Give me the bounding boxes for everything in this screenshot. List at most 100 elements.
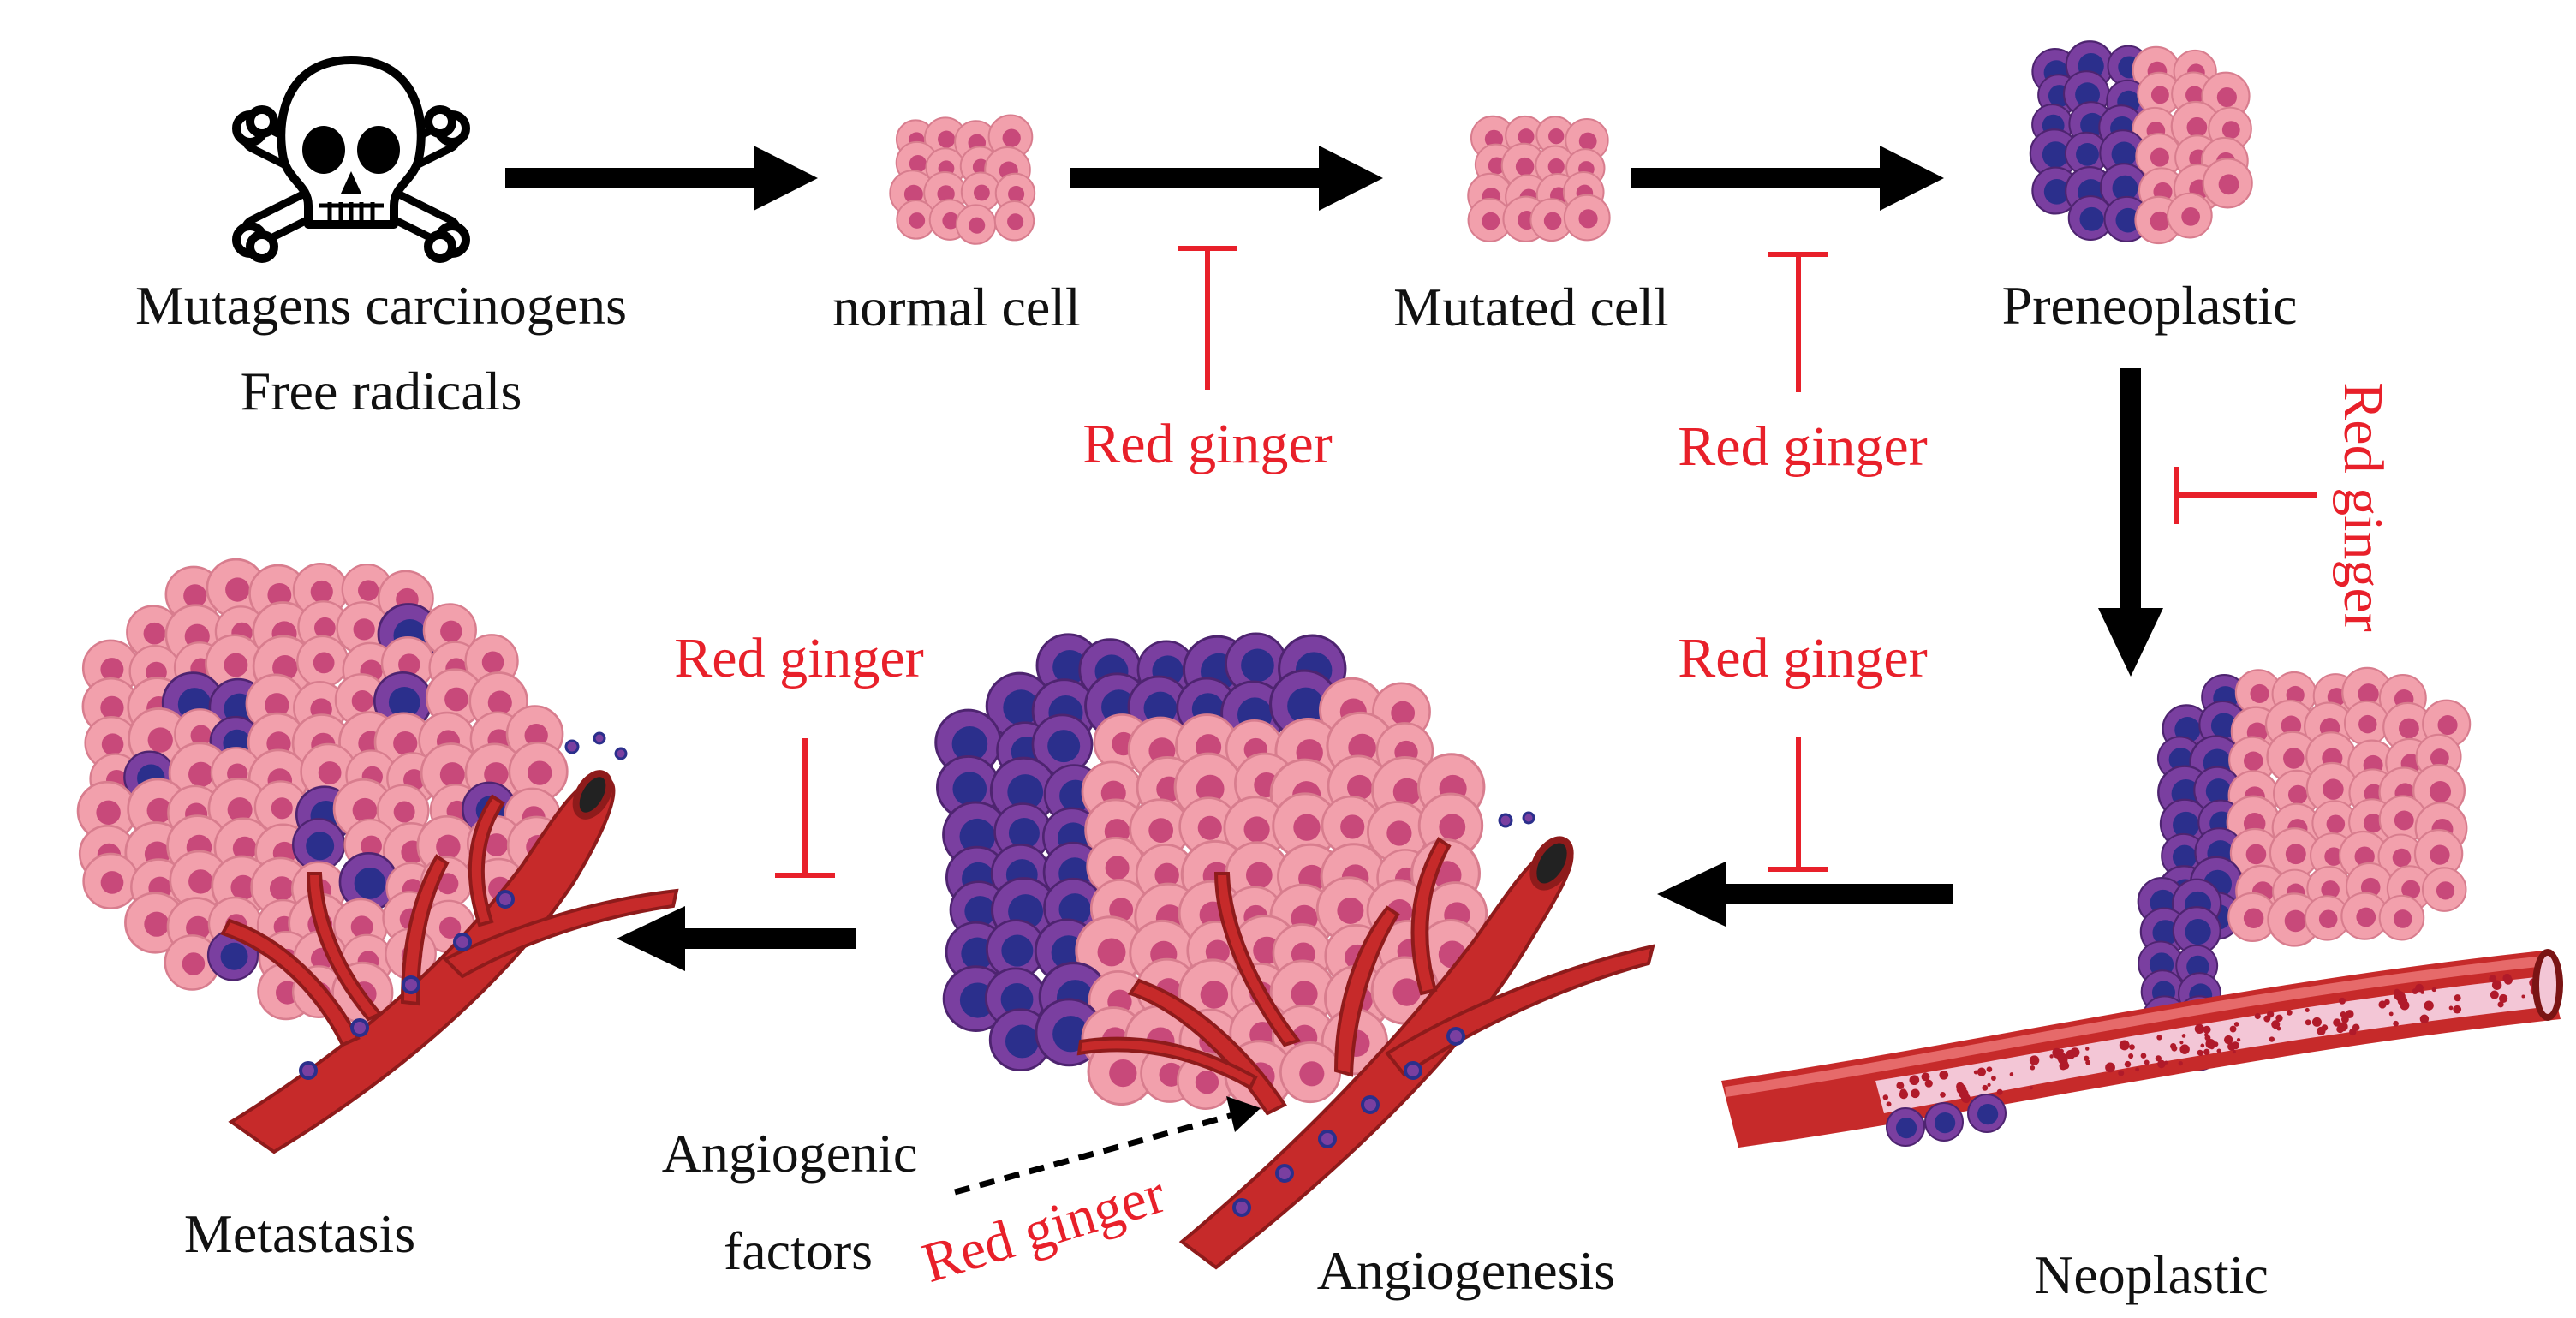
normal-cell xyxy=(2340,892,2389,940)
red-blood-cell xyxy=(2029,1086,2033,1090)
red-blood-cell xyxy=(2084,1055,2090,1062)
red-blood-cell xyxy=(2085,1047,2090,1051)
red-blood-cell xyxy=(2497,1001,2504,1008)
normal-cell xyxy=(2412,764,2466,818)
red-blood-cell xyxy=(2333,1018,2341,1027)
red-ginger-label: Red ginger xyxy=(674,627,923,689)
red-blood-cell xyxy=(1963,1096,1971,1104)
normal-cell xyxy=(2269,827,2321,879)
red-blood-cell xyxy=(1977,1067,1987,1076)
normal-cell xyxy=(993,200,1035,242)
inhibition-tbar-icon xyxy=(1768,737,1828,872)
red-blood-cell xyxy=(2049,1054,2054,1059)
label-factors: factors xyxy=(724,1220,873,1281)
arrow-icon xyxy=(1657,862,1953,927)
red-blood-cell xyxy=(2419,1014,2430,1023)
red-blood-cell xyxy=(1882,1094,1889,1100)
red-blood-cell xyxy=(2336,1025,2345,1034)
red-blood-cell xyxy=(2317,1026,2326,1035)
red-blood-cell xyxy=(1886,1101,1892,1107)
red-blood-cell xyxy=(2275,1014,2283,1023)
red-blood-cell xyxy=(2105,1062,2115,1073)
red-blood-cell xyxy=(2085,1059,2091,1065)
red-blood-cell xyxy=(2267,1011,2275,1018)
normal-cell xyxy=(508,741,569,802)
red-blood-cell xyxy=(2311,1017,2322,1027)
dashed-arrow-icon xyxy=(954,1096,1261,1196)
normal-cell xyxy=(253,780,307,834)
circulating-cell xyxy=(1446,1027,1465,1046)
label-angiogenesis: Angiogenesis xyxy=(1317,1240,1615,1301)
red-blood-cell xyxy=(2156,1035,2162,1041)
red-blood-cell xyxy=(2157,1059,2166,1069)
red-ginger-label: Red ginger xyxy=(915,1162,1172,1295)
circulating-cell xyxy=(1361,1095,1380,1114)
circulating-cells xyxy=(299,890,2007,1217)
red-blood-cell xyxy=(2059,1062,2067,1071)
inhibition-tbar-icon xyxy=(1178,246,1237,390)
mutated-cell xyxy=(989,756,1058,825)
red-blood-cell xyxy=(2415,983,2424,993)
red-blood-cell xyxy=(1939,1070,1949,1080)
red-blood-cell xyxy=(2400,1000,2410,1011)
red-blood-cell xyxy=(2254,1012,2261,1020)
normal-cell xyxy=(1129,798,1190,860)
red-blood-cell xyxy=(2269,1036,2275,1042)
red-blood-cell xyxy=(2424,1000,2434,1011)
normal-cell xyxy=(2227,892,2278,942)
red-blood-cell xyxy=(2340,1015,2349,1023)
red-blood-cell xyxy=(1982,1084,1989,1091)
red-ginger-label: Red ginger xyxy=(1678,627,1927,689)
red-blood-cell xyxy=(2491,980,2502,990)
label-preneoplastic: Preneoplastic xyxy=(2002,275,2298,336)
normal-cell xyxy=(2421,867,2467,912)
red-blood-cell xyxy=(1896,1082,1905,1090)
red-blood-cell xyxy=(2448,1005,2454,1011)
red-blood-cell xyxy=(2305,1007,2310,1012)
inhibition-tbar-icon xyxy=(2174,467,2317,524)
mutated-cell xyxy=(1031,713,1094,776)
normal-cell xyxy=(416,814,477,876)
red-blood-cell xyxy=(2178,1061,2183,1066)
skull-crossbones-icon xyxy=(232,56,470,263)
inhibition-tbar-icon xyxy=(775,738,835,878)
circulating-cell xyxy=(1404,1061,1422,1080)
red-blood-cell xyxy=(2164,1060,2168,1065)
red-blood-cell xyxy=(2030,1065,2036,1071)
normal-cell xyxy=(2413,829,2464,879)
circulating-cell xyxy=(453,933,472,951)
red-blood-cell xyxy=(2503,975,2513,985)
red-blood-cell xyxy=(2388,1011,2394,1017)
label-mutated-cell: Mutated cell xyxy=(1393,277,1669,337)
red-blood-cell xyxy=(2271,1020,2281,1029)
red-blood-cell xyxy=(1996,1088,2003,1095)
arrow-icon xyxy=(617,906,856,971)
red-ginger-label: Red ginger xyxy=(1082,413,1332,475)
circulating-cell xyxy=(1275,1164,1294,1183)
red-blood-cell xyxy=(2118,1070,2125,1076)
red-blood-cell xyxy=(2431,987,2436,993)
mutated-cell xyxy=(2031,166,2080,215)
circulating-cell xyxy=(1318,1130,1337,1148)
red-blood-cell xyxy=(2394,990,2404,1000)
red-blood-cell xyxy=(2200,1043,2205,1048)
normal-cell xyxy=(1530,198,1574,242)
cell-clusters xyxy=(76,40,2472,1110)
circulating-cell xyxy=(496,890,515,909)
red-blood-cell xyxy=(2197,1049,2203,1056)
red-ginger-label: Red ginger xyxy=(2332,382,2394,631)
red-blood-cell xyxy=(2171,1045,2178,1052)
label-normal-cell: normal cell xyxy=(832,277,1081,337)
normal-cell xyxy=(2201,71,2251,121)
red-blood-cell xyxy=(2453,1005,2462,1014)
normal-cell xyxy=(2378,795,2428,844)
normal-cell xyxy=(2305,761,2358,814)
red-blood-cell xyxy=(2236,1037,2241,1042)
mutated-cell xyxy=(1225,632,1288,695)
red-blood-cell xyxy=(2194,1023,2205,1034)
label-mutagens-line2: Free radicals xyxy=(241,361,522,421)
red-blood-cell xyxy=(2490,990,2499,999)
normal-cell xyxy=(425,668,485,728)
red-blood-cell xyxy=(2179,1041,2184,1045)
red-blood-cell xyxy=(1940,1091,1946,1098)
